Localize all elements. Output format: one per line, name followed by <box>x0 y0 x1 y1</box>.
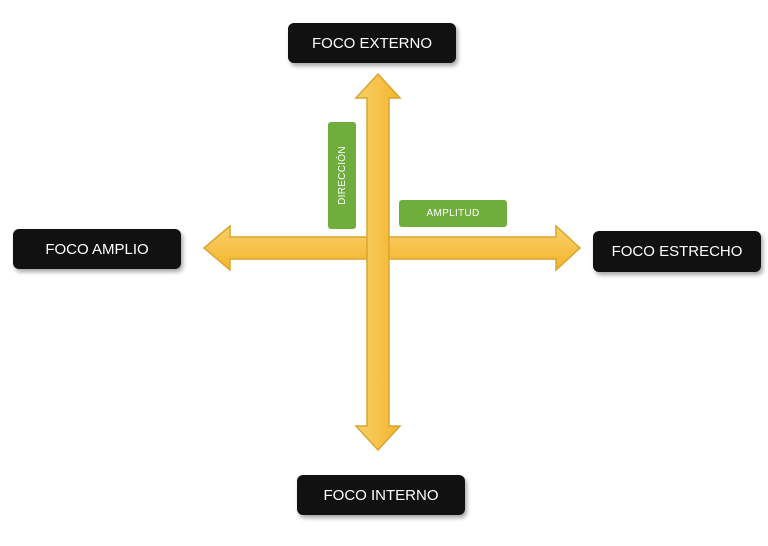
amplitud-tag: AMPLITUD <box>399 200 507 227</box>
foco-amplio-label: FOCO AMPLIO <box>13 229 181 269</box>
foco-estrecho-label: FOCO ESTRECHO <box>593 231 761 272</box>
direccion-tag-text: DIRECCIÓN <box>336 146 348 205</box>
horizontal-double-arrow <box>202 224 582 272</box>
foco-externo-label: FOCO EXTERNO <box>288 23 456 63</box>
vertical-double-arrow <box>354 72 402 452</box>
direccion-tag: DIRECCIÓN <box>328 122 356 229</box>
foco-interno-label: FOCO INTERNO <box>297 475 465 515</box>
